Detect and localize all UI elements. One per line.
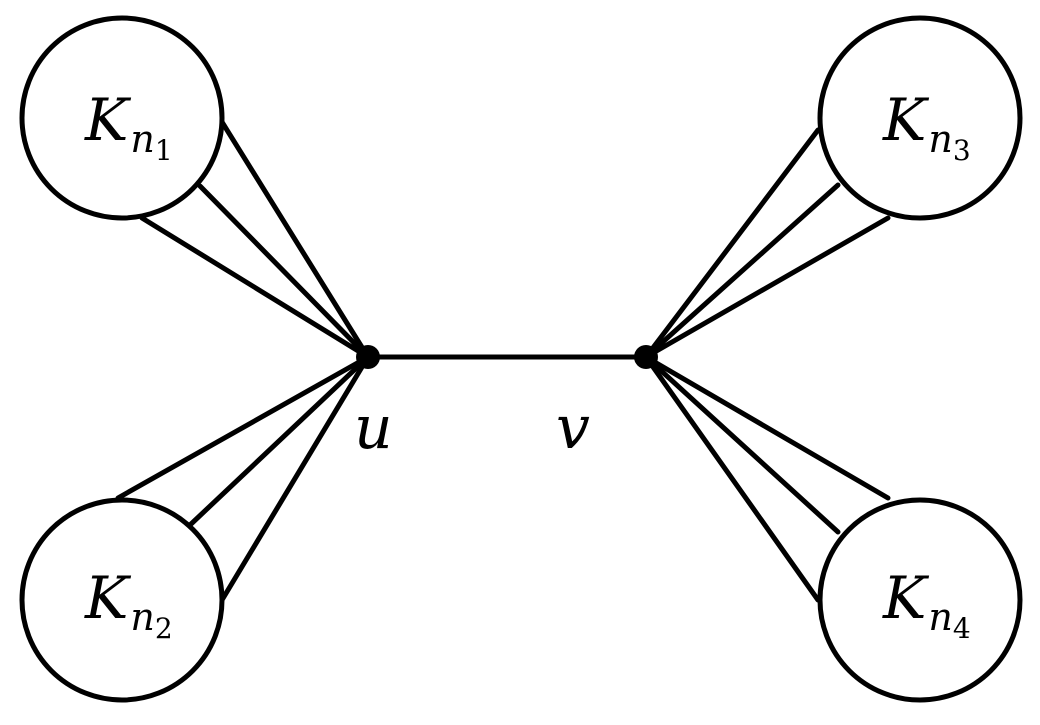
clique-base: K — [84, 564, 132, 632]
edges-v-clique-3 — [643, 127, 891, 360]
clique-circle — [817, 497, 1023, 703]
edges-v-clique-4 — [643, 354, 891, 603]
edges-u-clique-2 — [115, 354, 371, 603]
clique-index: 1 — [155, 134, 173, 167]
clique-index: 2 — [155, 612, 173, 645]
clique-circle — [817, 15, 1023, 221]
vertex-v — [634, 345, 658, 369]
clique-label: Kn1 — [84, 86, 173, 167]
clique-circle — [19, 15, 225, 221]
edge — [187, 354, 371, 528]
clique-1: Kn1 — [19, 15, 225, 221]
edge — [219, 119, 371, 360]
clique-index: 3 — [953, 134, 971, 167]
clique-circle — [19, 497, 225, 703]
edges-u-clique-1 — [139, 119, 371, 360]
clique-3: Kn3 — [817, 15, 1023, 221]
clique-label: Kn4 — [882, 564, 971, 645]
edge — [139, 215, 371, 360]
vertex-u-label: u — [354, 393, 393, 463]
edge — [115, 354, 371, 501]
edge — [643, 127, 821, 360]
edge — [643, 354, 821, 603]
edge — [197, 183, 371, 360]
vertex-u — [356, 345, 380, 369]
clique-2: Kn2 — [19, 497, 225, 703]
clique-index: 4 — [953, 612, 971, 645]
vertex-v-label: v — [556, 393, 590, 463]
clique-sub: n — [130, 117, 154, 161]
clique-4: Kn4 — [817, 497, 1023, 703]
edge — [643, 182, 841, 360]
clique-sub: n — [928, 595, 952, 639]
clique-sub: n — [928, 117, 952, 161]
edge — [643, 354, 841, 535]
edge — [643, 354, 891, 501]
clique-sub: n — [130, 595, 154, 639]
edge — [219, 354, 371, 603]
clique-label: Kn2 — [84, 564, 173, 645]
clique-base: K — [882, 564, 930, 632]
clique-base: K — [84, 86, 132, 154]
clique-base: K — [882, 86, 930, 154]
clique-label: Kn3 — [882, 86, 971, 167]
edge — [643, 215, 891, 360]
